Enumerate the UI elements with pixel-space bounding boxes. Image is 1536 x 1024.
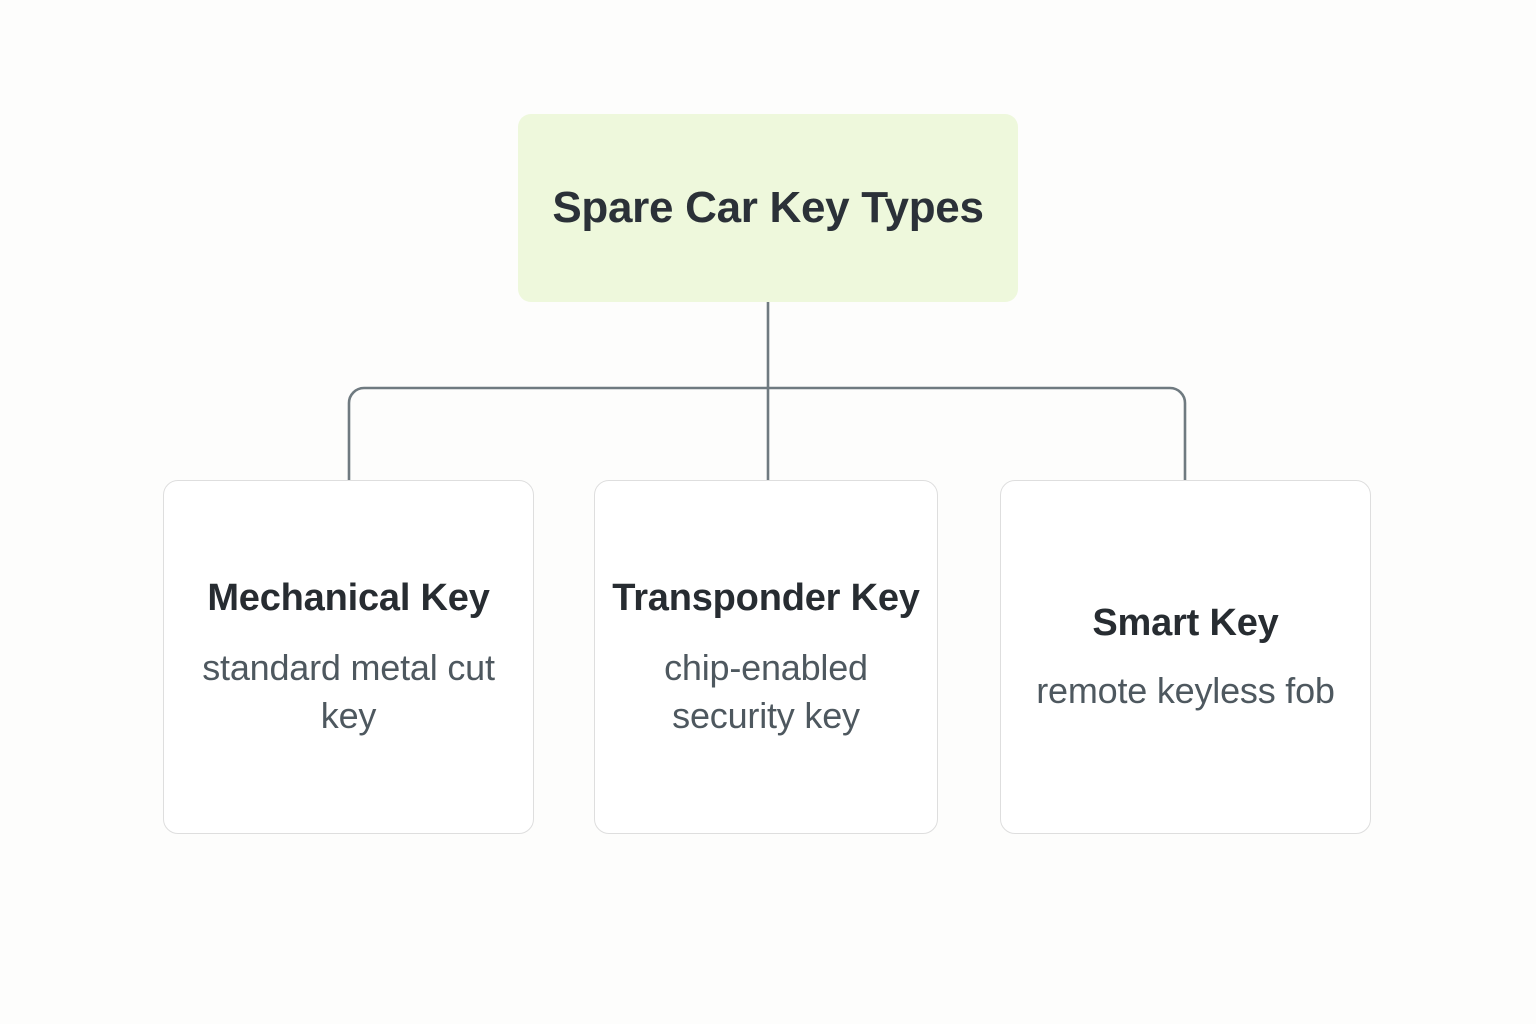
connector-to-child-2 [768, 386, 1187, 480]
child-node-title: Transponder Key [612, 576, 920, 619]
child-node-mechanical-key[interactable]: Mechanical Key standard metal cut key [163, 480, 534, 834]
child-node-description: standard metal cut key [202, 646, 495, 737]
child-node-title: Mechanical Key [207, 576, 490, 619]
child-node-smart-key[interactable]: Smart Key remote keyless fob [1000, 480, 1371, 834]
root-node[interactable]: Spare Car Key Types [518, 114, 1018, 302]
child-node-description: remote keyless fob [1036, 670, 1335, 712]
child-node-transponder-key[interactable]: Transponder Key chip-enabled security ke… [594, 480, 938, 834]
child-node-title: Smart Key [1092, 602, 1279, 645]
root-node-label: Spare Car Key Types [552, 182, 984, 232]
child-node-description: chip-enabled security key [664, 646, 868, 737]
connector-to-child-0 [347, 386, 768, 480]
